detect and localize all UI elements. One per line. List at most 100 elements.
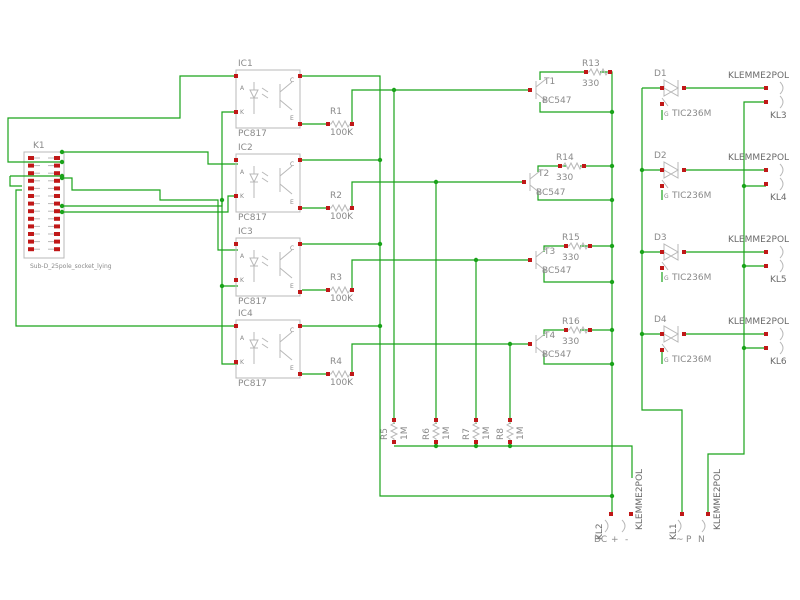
kl2-pin-plus: + <box>611 535 619 545</box>
resistor-r14-symbol <box>560 161 584 171</box>
output-type: KLEMME2POL <box>728 71 789 81</box>
resistor-ref: R7 <box>462 428 472 440</box>
opto-pin-e: E <box>290 283 294 290</box>
opto-type: PC817 <box>238 213 267 223</box>
connector-k1[interactable]: K1 Sub-D_25pole_socket_lying <box>23 141 112 270</box>
resistor-r16-symbol <box>566 325 590 335</box>
optocouplers: IC1AKCEPC817IC2AKCEPC817IC3AKCEPC817IC4A… <box>234 59 302 389</box>
resistor-r5-symbol <box>389 420 399 441</box>
kl2-pin-dc: DC <box>594 535 607 545</box>
output-type: KLEMME2POL <box>728 153 789 163</box>
connector-k1-type: Sub-D_25pole_socket_lying <box>30 263 112 270</box>
resistor-value: 100K <box>330 378 354 388</box>
opto-pin-k: K <box>240 359 245 366</box>
opto-type: PC817 <box>238 297 267 307</box>
opto-ref: IC4 <box>238 309 253 319</box>
resistor-r15[interactable]: R15 330 <box>562 233 592 263</box>
supply-terminal-kl1[interactable]: KL1 KLEMME2POL ~ P N <box>669 469 723 545</box>
resistor-r2[interactable]: R2 100K <box>326 191 354 222</box>
opto-pin-e: E <box>290 365 294 372</box>
resistor-r13-symbol <box>586 67 610 77</box>
resistor-ref: R16 <box>562 317 580 327</box>
opto-type: PC817 <box>238 379 267 389</box>
output-type: KLEMME2POL <box>728 317 789 327</box>
opto-ref: IC1 <box>238 59 253 69</box>
resistor-ref: R3 <box>330 273 342 283</box>
kl2-ref: KL2 <box>595 523 605 540</box>
kl1-pin-p: P <box>686 535 692 545</box>
kl1-ref: KL1 <box>669 523 679 540</box>
resistor-value: 100K <box>330 128 354 138</box>
resistor-ref: R2 <box>330 191 342 201</box>
resistor-value: 1M <box>442 427 452 441</box>
opto-ref: IC2 <box>238 143 253 153</box>
wires <box>7 71 766 512</box>
output-ref: KL4 <box>770 193 787 203</box>
transistor-ref: T4 <box>543 331 555 341</box>
resistor-ref: R6 <box>422 428 432 440</box>
transistor-type: BC547 <box>542 350 571 360</box>
resistor-r7[interactable]: R7 1M <box>462 418 492 444</box>
triac-type: TIC236M <box>671 109 711 119</box>
resistor-value: 1M <box>400 427 410 441</box>
output-ref: KL3 <box>770 111 787 121</box>
resistor-r2-symbol <box>328 203 352 213</box>
triac-type: TIC236M <box>671 355 711 365</box>
resistor-value: 330 <box>562 253 579 263</box>
output-terminals: KLEMME2POLKL3KLEMME2POLKL4KLEMME2POLKL5K… <box>728 71 789 367</box>
opto-pin-c: C <box>290 161 294 168</box>
resistor-r8-symbol <box>505 420 515 441</box>
transistor-type: BC547 <box>542 96 571 106</box>
triac-ref: D1 <box>654 69 667 79</box>
opto-pin-k: K <box>240 193 245 200</box>
opto-pin-k: K <box>240 109 245 116</box>
resistor-r15-symbol <box>566 241 590 251</box>
resistor-r6[interactable]: R6 1M <box>422 418 452 444</box>
resistor-ref: R15 <box>562 233 580 243</box>
output-terminal-kl3[interactable]: KLEMME2POL KL3 <box>728 71 789 121</box>
resistor-ref: R1 <box>330 107 342 117</box>
resistor-value: 1M <box>482 427 492 441</box>
resistor-ref: R8 <box>496 428 506 440</box>
output-terminal-kl4[interactable]: KLEMME2POL KL4 <box>728 153 789 203</box>
supply-terminal-kl2[interactable]: KL2 KLEMME2POL DC + - <box>594 469 645 545</box>
triac-ref: D3 <box>654 233 667 243</box>
opto-type: PC817 <box>238 129 267 139</box>
output-ref: KL5 <box>770 275 787 285</box>
connector-k1-body <box>23 151 65 259</box>
triac-gate: G <box>664 111 669 118</box>
opto-pin-k: K <box>240 277 245 284</box>
triac-gate: G <box>664 275 669 282</box>
resistor-ref: R13 <box>582 59 600 69</box>
resistor-r1[interactable]: R1 100K <box>326 107 354 138</box>
transistor-type: BC547 <box>542 266 571 276</box>
kl1-pin-n: N <box>698 535 705 545</box>
resistor-value: 100K <box>330 212 354 222</box>
